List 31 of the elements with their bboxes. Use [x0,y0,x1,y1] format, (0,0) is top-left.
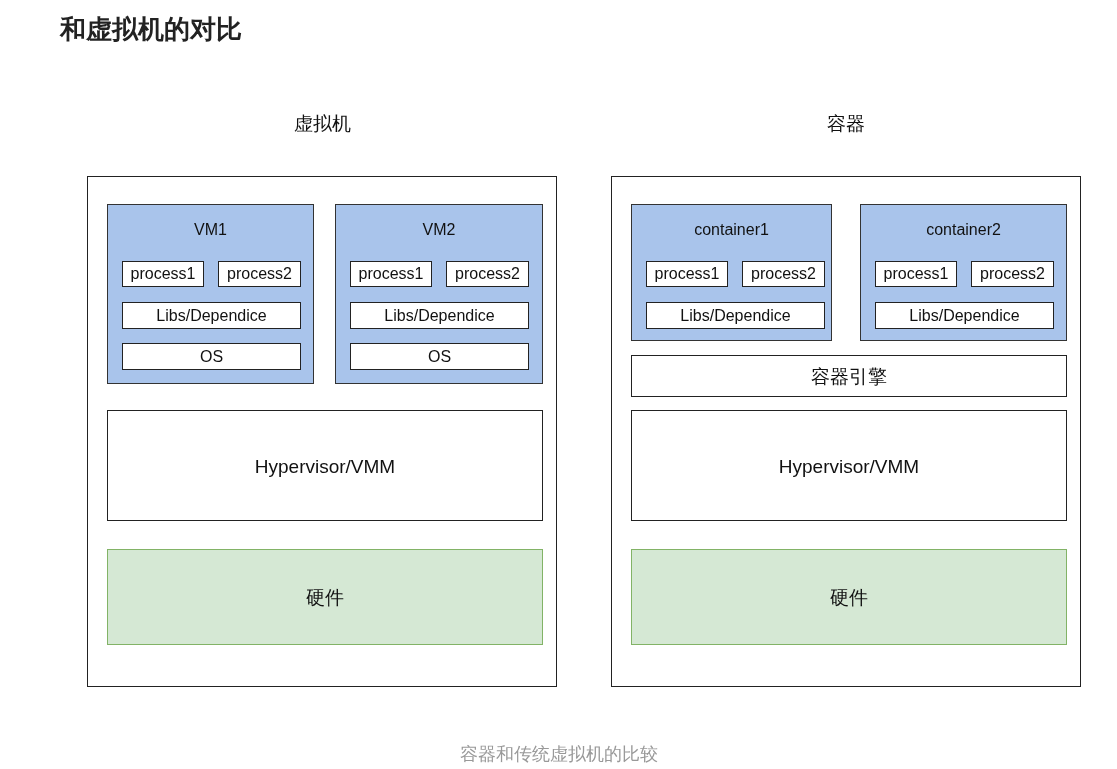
layer-box: process1 [646,261,728,287]
layer-box: OS [350,343,529,370]
hardware-box: 硬件 [631,549,1067,645]
group-box [860,204,1067,341]
layer-box: OS [122,343,301,370]
layer-box: Hypervisor/VMM [107,410,543,521]
panel-heading: 容器 [826,112,866,136]
group-box [631,204,832,341]
layer-box: Hypervisor/VMM [631,410,1067,521]
caption: 容器和传统虚拟机的比较 [458,743,659,766]
layer-box: process2 [742,261,825,287]
layer-box: process1 [875,261,957,287]
group-box [107,204,314,384]
group-label: VM2 [421,221,457,239]
layer-box: Libs/Dependice [122,302,301,329]
layer-box: Libs/Dependice [646,302,825,329]
panel-heading: 虚拟机 [292,112,352,136]
layer-box: process1 [122,261,204,287]
layer-box: 容器引擎 [631,355,1067,397]
layer-box: Libs/Dependice [875,302,1054,329]
layer-box: process2 [971,261,1054,287]
layer-box: process1 [350,261,432,287]
group-label: container2 [925,221,1002,239]
group-label: container1 [693,221,770,239]
group-box [335,204,543,384]
hardware-box: 硬件 [107,549,543,645]
title: 和虚拟机的对比 [60,13,242,46]
group-label: VM1 [193,221,228,239]
layer-box: process2 [446,261,529,287]
layer-box: process2 [218,261,301,287]
layer-box: Libs/Dependice [350,302,529,329]
